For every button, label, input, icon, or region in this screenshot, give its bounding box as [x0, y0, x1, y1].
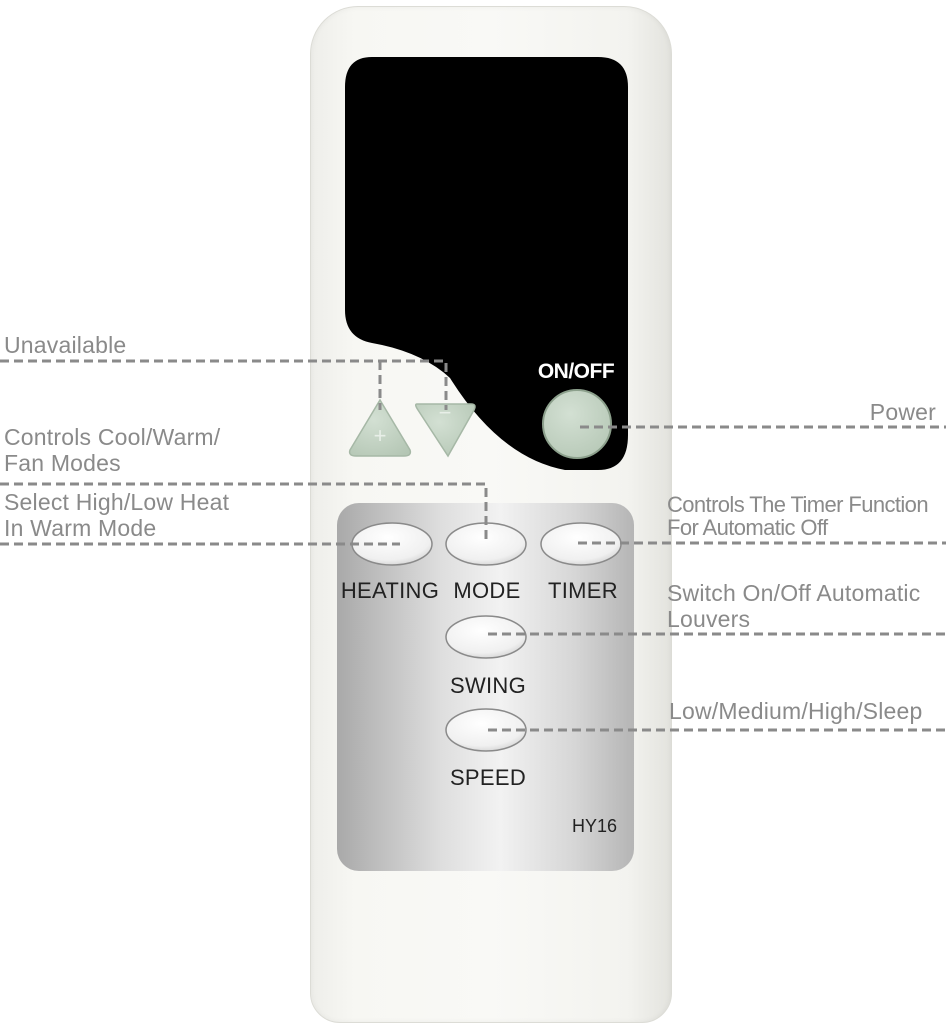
timer-label: TIMER — [548, 578, 618, 603]
power-label: ON/OFF — [537, 360, 615, 383]
heating-label: HEATING — [340, 578, 440, 603]
annotation-swing-line1: Switch On/Off Automatic — [667, 580, 921, 606]
power-button[interactable] — [542, 389, 612, 459]
leader-unavailable — [0, 359, 448, 410]
annotation-heating-line1: Select High/Low Heat — [4, 489, 230, 515]
annotation-timer-line1: Controls The Timer Function — [667, 492, 929, 517]
button-panel — [337, 503, 634, 871]
display-screen — [345, 57, 628, 470]
mode-button[interactable] — [445, 522, 527, 566]
up-button[interactable] — [348, 398, 412, 457]
annotation-mode-line1: Controls Cool/Warm/ — [4, 424, 221, 450]
swing-button[interactable] — [445, 615, 527, 659]
speed-button[interactable] — [445, 708, 527, 752]
down-button[interactable] — [414, 403, 476, 458]
annotation-mode-line2: Fan Modes — [4, 450, 121, 476]
speed-label: SPEED — [449, 765, 527, 790]
mode-label: MODE — [453, 578, 521, 603]
swing-label: SWING — [449, 673, 527, 698]
annotation-power: Power — [869, 399, 936, 425]
annotation-swing-line2: Louvers — [667, 606, 751, 632]
leader-mode — [0, 482, 488, 544]
annotation-heating-line2: In Warm Mode — [4, 515, 157, 541]
minus-icon: − — [439, 400, 452, 425]
annotation-unavailable: Unavailable — [4, 332, 127, 358]
annotation-speed: Low/Medium/High/Sleep — [669, 698, 923, 724]
annotation-timer-line2: For Automatic Off — [667, 515, 828, 540]
model-label: HY16 — [572, 816, 618, 836]
plus-icon: + — [374, 423, 387, 448]
